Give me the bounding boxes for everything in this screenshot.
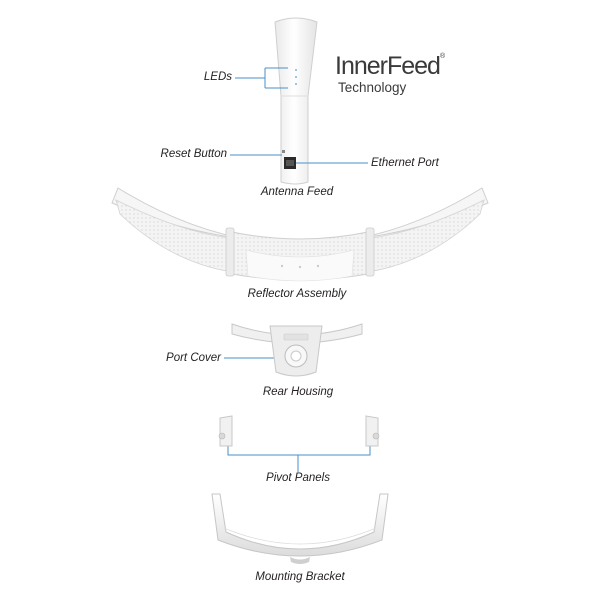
reflector-assembly-caption: Reflector Assembly	[247, 288, 347, 300]
leds-label: LEDs	[203, 71, 232, 83]
brand-subtitle: Technology	[338, 80, 407, 95]
leds-leader	[235, 67, 288, 89]
brand-name: InnerFeed	[335, 52, 441, 80]
rear-housing-caption: Rear Housing	[262, 386, 334, 398]
ethernet-port-label: Ethernet Port	[371, 157, 439, 169]
mounting-bracket-part	[211, 493, 389, 564]
reflector-assembly-part	[111, 187, 489, 282]
mounting-bracket-caption: Mounting Bracket	[255, 571, 345, 583]
left-pivot-panel	[218, 415, 233, 447]
port-cover-label: Port Cover	[166, 352, 221, 364]
pivot-panels-leader	[227, 434, 371, 456]
reset-button-label: Reset Button	[160, 148, 227, 160]
antenna-feed-part	[274, 17, 318, 185]
right-pivot-panel	[365, 415, 380, 447]
pivot-panels-label: Pivot Panels	[266, 472, 330, 484]
registered-mark: ®	[440, 53, 446, 60]
antenna-feed-caption: Antenna Feed	[260, 186, 334, 198]
rear-housing-part	[231, 323, 363, 377]
pivot-panels-part	[218, 415, 380, 447]
